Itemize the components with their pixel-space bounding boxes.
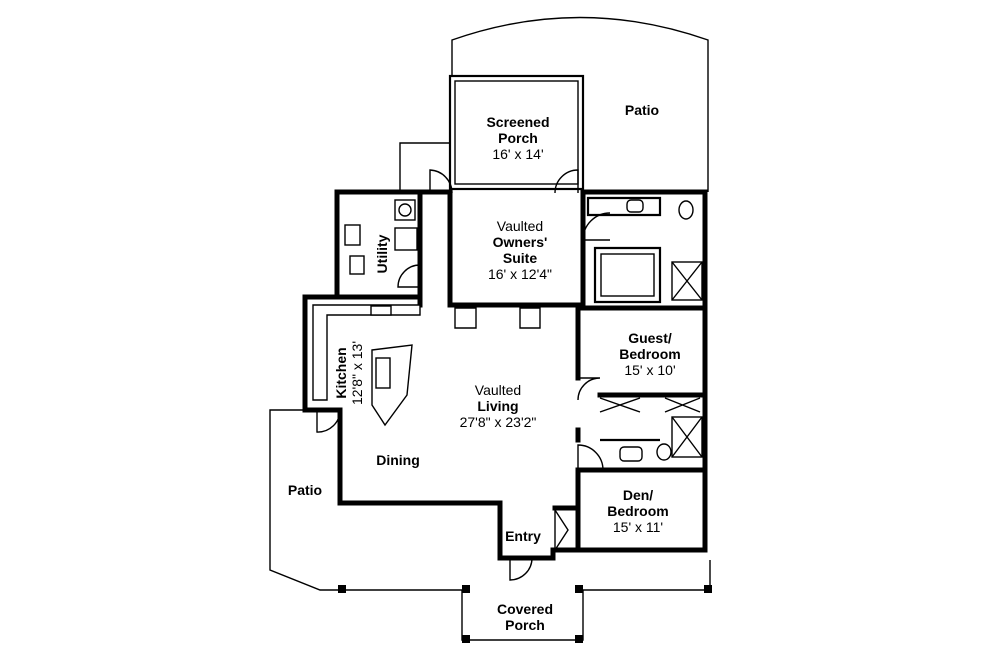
label-den-bedroom: Den/ Bedroom 15' x 11' <box>607 487 669 535</box>
patio-top-outline <box>451 16 709 192</box>
label-entry: Entry <box>505 528 541 544</box>
label-patio-left: Patio <box>287 482 323 498</box>
screened-porch-walls <box>448 74 585 191</box>
label-kitchen: Kitchen 12'8" x 13' <box>333 340 365 406</box>
label-covered-porch: Covered Porch <box>496 601 554 633</box>
label-dining: Dining <box>376 452 420 468</box>
label-living: Vaulted Living 27'8" x 23'2" <box>459 382 537 430</box>
interior-walls <box>334 189 708 553</box>
label-guest-bedroom: Guest/ Bedroom 15' x 10' <box>619 330 681 378</box>
label-utility: Utility <box>374 234 390 274</box>
label-owners-suite: Vaulted Owners' Suite 16' x 12'4" <box>487 218 553 282</box>
patio-left-outline <box>269 409 462 591</box>
label-patio-top: Patio <box>624 102 660 118</box>
label-screened-porch: Screened Porch 16' x 14' <box>486 114 550 162</box>
